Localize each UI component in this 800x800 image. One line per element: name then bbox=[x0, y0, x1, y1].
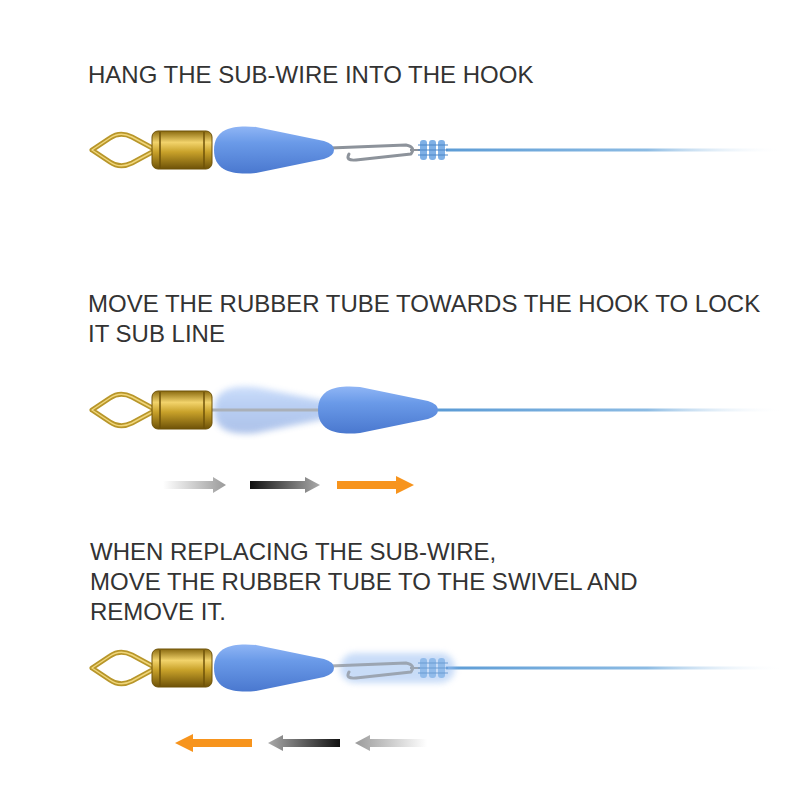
released-hook bbox=[330, 658, 448, 678]
sub-line bbox=[436, 409, 785, 412]
rubber-tube bbox=[214, 126, 334, 173]
line-knot bbox=[418, 140, 448, 160]
hook-wire bbox=[212, 409, 330, 412]
rubber-tube bbox=[214, 644, 334, 691]
swivel bbox=[92, 391, 212, 429]
step-two-figure bbox=[92, 386, 785, 433]
step-one-figure bbox=[92, 126, 785, 173]
swivel bbox=[92, 649, 212, 687]
instruction-text: HANG THE SUB-WIRE INTO THE HOOK bbox=[88, 60, 788, 90]
hook-wire bbox=[330, 145, 413, 160]
swivel bbox=[92, 131, 212, 169]
step-three-figure bbox=[92, 644, 785, 691]
instruction-text: WHEN REPLACING THE SUB-WIRE, bbox=[90, 537, 780, 567]
instruction-text: MOVE THE RUBBER TUBE TO THE SWIVEL AND R… bbox=[90, 567, 710, 627]
rubber-tube bbox=[318, 386, 438, 433]
sub-line bbox=[446, 149, 785, 152]
sub-line bbox=[446, 667, 785, 670]
move-left-arrows bbox=[175, 734, 427, 752]
move-right-arrows bbox=[163, 476, 414, 494]
instruction-text: MOVE THE RUBBER TUBE TOWARDS THE HOOK TO… bbox=[88, 289, 768, 349]
